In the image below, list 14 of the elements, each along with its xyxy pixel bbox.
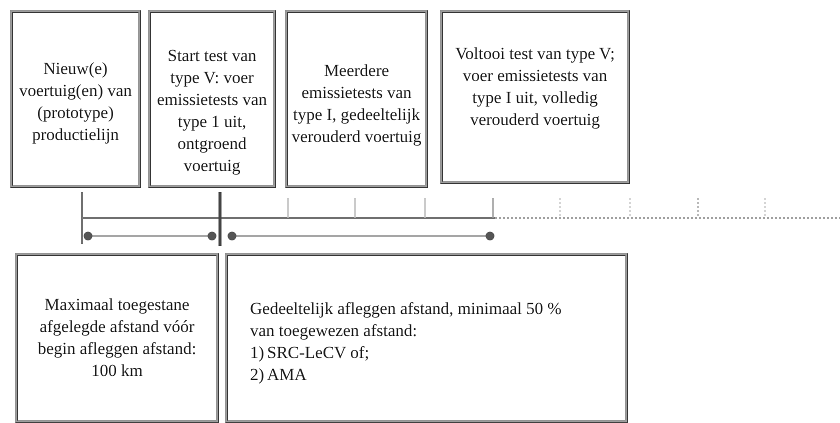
box-text: Gedeeltelijk afleggen afstand, minimaal 50 % van toegewezen afstand: (250, 298, 563, 342)
list-item: 2) AMA (250, 364, 308, 386)
text-box (225, 253, 628, 423)
text-box (15, 253, 219, 423)
box-text: Voltooi test van type V; voer emissietests van type I uit, volledig verouderd voertuig (454, 43, 616, 131)
box-text: Maximaal toegestane afgelegde afstand vóór begin afleggen afstand: 100 km (36, 294, 198, 382)
text-box (440, 10, 630, 184)
text-box (10, 10, 141, 188)
box-text: Meerdere emissietests van type I, gedeeltelijk verouderd voertuig (290, 60, 422, 148)
text-box (148, 10, 276, 188)
list-item: 1) SRC-LeCV of; (250, 342, 370, 364)
box-text: Nieuw(e) voertuig(en) van (prototype) productielijn (18, 58, 133, 146)
box-text: Start test van type V: voer emissietests van type 1 uit, ontgroend voertuig (156, 45, 268, 177)
text-box (285, 10, 428, 188)
